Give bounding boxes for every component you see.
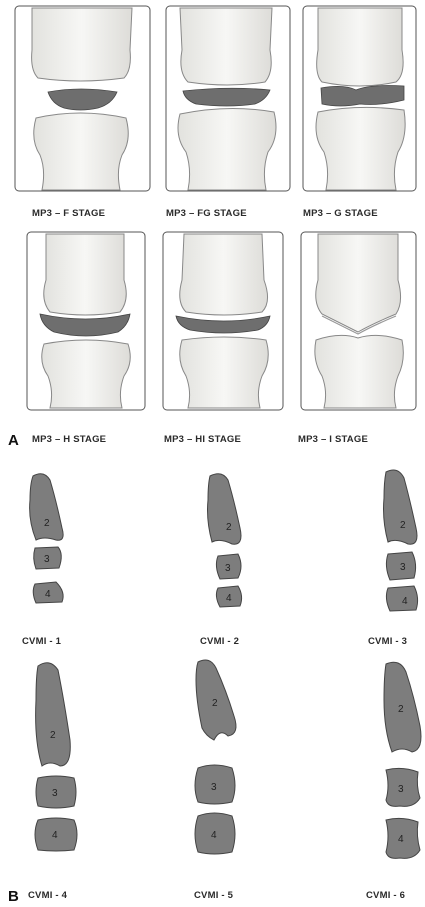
mp3-g-distal-bone [316,107,405,190]
cvmi-3-c2-number: 2 [400,520,406,531]
mp3-fg-epiphysis [183,88,270,106]
cvmi-3-illustration: 2 3 4 [384,470,418,611]
mp3-h-caption: MP3 – H STAGE [32,434,106,445]
mp3-fg-proximal-bone [180,8,272,85]
mp3-f-caption: MP3 – F STAGE [32,208,105,219]
cvmi-3-c3-number: 3 [400,562,406,573]
mp3-hi-illustration [163,232,283,410]
mp3-i-caption: MP3 – I STAGE [298,434,368,445]
cvmi-4-caption: CVMI - 4 [28,890,67,901]
mp3-g-illustration [303,6,416,191]
mp3-hi-proximal-bone [180,234,268,315]
cvmi-2-illustration: 2 3 4 [208,474,242,607]
cvmi-2-c4-number: 4 [226,593,232,604]
cvmi-1-c4-number: 4 [45,589,51,600]
cvmi-4-illustration: 2 3 4 [35,663,77,851]
mp3-h-distal-bone [42,340,131,408]
cvmi-5-c3-number: 3 [211,782,217,793]
cvmi-4-c2 [36,663,71,766]
cvmi-3-c4-number: 4 [402,596,408,607]
cvmi-6-illustration: 2 3 4 [384,662,421,858]
mp3-i-proximal-bone [316,234,401,332]
cvmi-1-illustration: 2 3 4 [30,474,64,603]
mp3-fg-illustration [166,6,290,191]
cvmi-5-caption: CVMI - 5 [194,890,233,901]
cvmi-3-caption: CVMI - 3 [368,636,407,647]
cvmi-1-c3-number: 3 [44,554,50,565]
mp3-g-proximal-bone [317,8,403,86]
mp3-i-distal-bone [315,335,403,408]
cvmi-2-c2-number: 2 [226,522,232,533]
mp3-h-epiphysis [40,314,130,336]
mp3-h-proximal-bone [44,234,127,315]
cvmi-1-caption: CVMI - 1 [22,636,61,647]
mp3-hi-distal-bone [180,337,269,408]
mp3-f-illustration [15,6,150,191]
panel-b-label: B [8,888,19,905]
mp3-g-caption: MP3 – G STAGE [303,208,378,219]
mp3-fg-caption: MP3 – FG STAGE [166,208,247,219]
mp3-h-illustration [27,232,145,410]
cvmi-6-c3-number: 3 [398,784,404,795]
cvmi-2-caption: CVMI - 2 [200,636,239,647]
cvmi-2-c3-number: 3 [225,563,231,574]
cvmi-3-c2 [384,470,418,544]
cvmi-1-c2-number: 2 [44,518,50,529]
cvmi-5-illustration: 2 3 4 [195,660,236,854]
cvmi-6-caption: CVMI - 6 [366,890,405,901]
mp3-f-distal-bone [34,113,129,190]
mp3-hi-epiphysis [176,316,270,333]
cvmi-2-c2 [208,474,242,544]
cvmi-1-c2 [30,474,64,541]
cvmi-6-c4-number: 4 [398,834,404,845]
panel-a-label: A [8,432,19,449]
cvmi-4-c2-number: 2 [50,730,56,741]
mp3-fg-distal-bone [178,108,276,190]
mp3-hi-caption: MP3 – HI STAGE [164,434,241,445]
cvmi-5-c2-number: 2 [212,698,218,709]
cvmi-5-c4-number: 4 [211,830,217,841]
mp3-f-proximal-bone [32,8,132,81]
cvmi-4-c3-number: 3 [52,788,58,799]
mp3-g-epiphysis [321,86,404,107]
mp3-f-epiphysis [48,89,117,110]
cvmi-4-c4-number: 4 [52,830,58,841]
mp3-i-illustration [301,232,416,410]
cvmi-6-c2-number: 2 [398,704,404,715]
